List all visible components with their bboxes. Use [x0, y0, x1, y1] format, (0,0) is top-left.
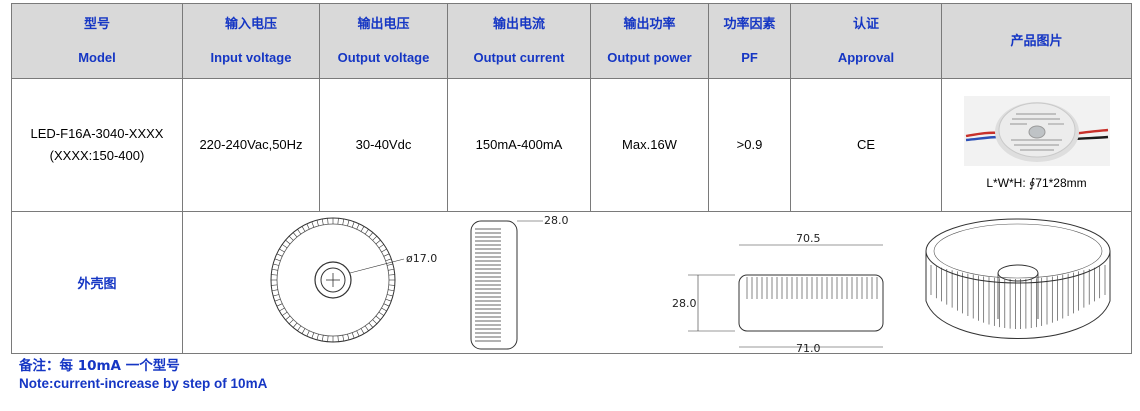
height-label: 28.0	[544, 214, 569, 227]
isometric-view-drawing	[925, 218, 1111, 339]
note-en: Note:current-increase by step of 10mA	[19, 376, 268, 391]
cell-output-power: Max.16W	[590, 78, 709, 212]
model-line1: LED-F16A-3040-XXXX	[30, 126, 164, 141]
header-product-photo: 产品图片	[941, 3, 1132, 79]
side-height-label: 28.0	[672, 297, 697, 310]
cell-approval: CE	[790, 78, 942, 212]
bottom-width-label: 71.0	[796, 342, 821, 353]
drawings-label: 外壳图	[11, 211, 183, 354]
model-line2: (XXXX:150-400)	[49, 148, 145, 163]
cell-output-current: 150mA-400mA	[447, 78, 591, 212]
drawings-row: 外壳图 ø17.0	[11, 211, 1132, 354]
notes: 备注：每 10mA 一个型号 Note:current-increase by …	[19, 357, 267, 393]
diameter-label: ø17.0	[406, 252, 437, 265]
cell-model: LED-F16A-3040-XXXX (XXXX:150-400)	[11, 78, 183, 212]
cell-output-voltage: 30-40Vdc	[319, 78, 448, 212]
note-cn: 备注：每 10mA 一个型号	[19, 358, 180, 374]
cell-input-voltage: 220-240Vac,50Hz	[182, 78, 320, 212]
photo-caption: L*W*H: ∮71*28mm	[986, 176, 1087, 190]
front-view-drawing: 70.5 28.0 71.0	[672, 232, 884, 353]
top-view-drawing: ø17.0	[270, 217, 437, 342]
cell-pf: >0.9	[708, 78, 791, 212]
housing-drawings: ø17.0 28.0 70.5 2	[270, 214, 1111, 353]
top-width-label: 70.5	[796, 232, 821, 245]
cell-product-photo: L*W*H: ∮71*28mm	[941, 78, 1132, 212]
drawings-cell: ø17.0 28.0 70.5 2	[182, 211, 1132, 354]
table-row: LED-F16A-3040-XXXX (XXXX:150-400) 220-24…	[11, 78, 1132, 212]
product-photo-image	[963, 96, 1110, 166]
side-view-drawing: 28.0	[470, 214, 569, 349]
